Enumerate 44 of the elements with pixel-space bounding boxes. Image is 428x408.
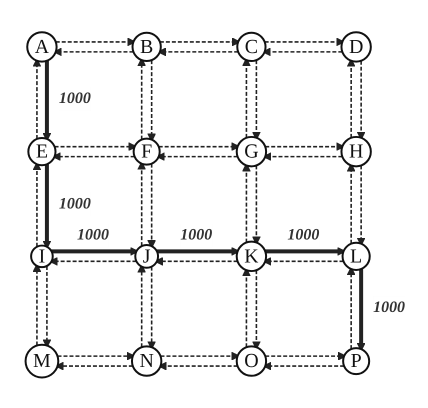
graph-drawing: 1000 1000 1000 1000 1000 1000 A B C D E F G H I J K L M N O P xyxy=(12,9,416,399)
node-circle xyxy=(26,31,58,63)
arrow xyxy=(356,269,366,352)
node-circle xyxy=(342,347,370,376)
arrow xyxy=(158,47,238,56)
arrow xyxy=(346,163,356,244)
arrow xyxy=(252,165,261,245)
node-circle xyxy=(132,32,162,62)
arrow xyxy=(32,264,42,346)
edge-label: 1000 xyxy=(58,90,91,107)
arrow xyxy=(242,58,251,138)
arrow xyxy=(42,60,52,142)
node-circle xyxy=(130,345,162,377)
node-circle xyxy=(30,244,54,268)
edge-label: 1000 xyxy=(180,226,212,244)
node-circle xyxy=(236,32,267,62)
arrow xyxy=(52,152,135,161)
node-circle xyxy=(27,137,56,166)
arrow xyxy=(137,264,146,348)
node-circle xyxy=(132,138,161,166)
arrow xyxy=(137,58,146,140)
edge-label: 1000 xyxy=(77,226,109,244)
node-circle xyxy=(24,344,60,378)
arrow xyxy=(42,164,52,250)
arrow xyxy=(49,256,136,266)
arrow xyxy=(147,60,156,142)
node-circle xyxy=(134,244,160,269)
node-circle xyxy=(236,240,268,272)
edge-label: 1000 xyxy=(287,226,320,244)
arrow xyxy=(52,247,139,256)
arrow xyxy=(346,266,356,350)
node-circle xyxy=(340,136,372,168)
arrow xyxy=(156,247,240,256)
arrow xyxy=(242,163,251,243)
arrow xyxy=(147,164,156,249)
node-circle xyxy=(236,345,268,377)
node-circle xyxy=(342,242,371,271)
arrow xyxy=(160,352,240,361)
node-circle xyxy=(236,136,268,168)
arrow xyxy=(158,142,240,152)
edge-label: 1000 xyxy=(58,196,91,212)
arrow xyxy=(154,256,238,266)
node-circle xyxy=(340,31,372,63)
edge-label: 1000 xyxy=(373,299,406,316)
